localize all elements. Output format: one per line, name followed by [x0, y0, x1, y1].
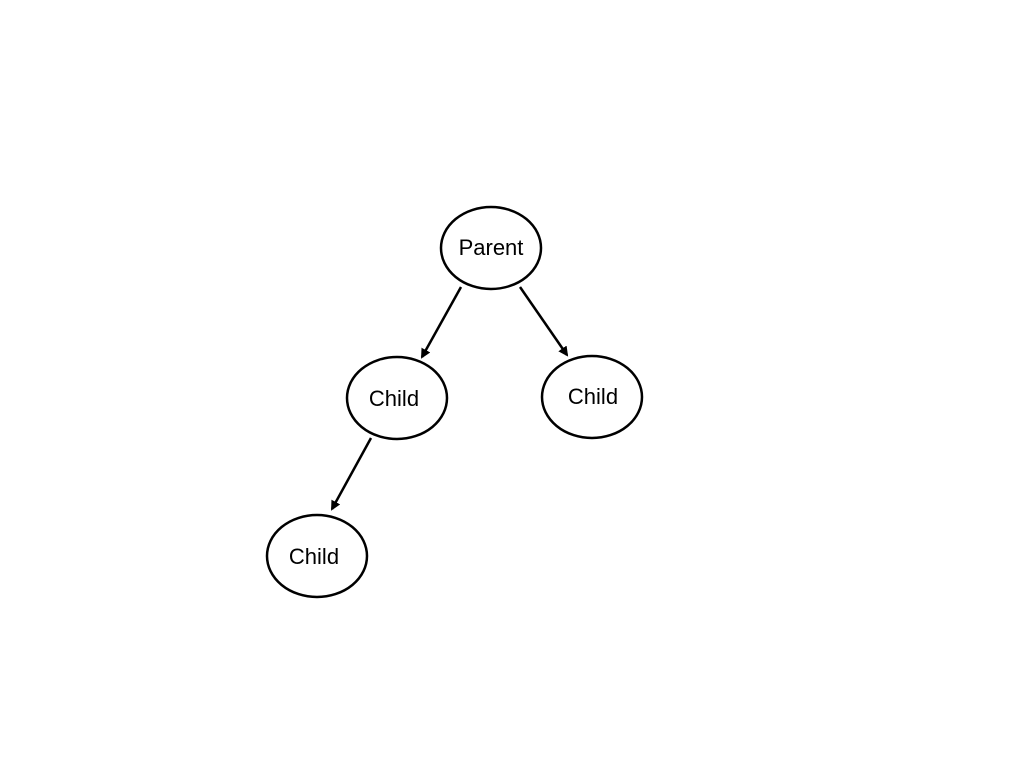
node-child-right-shape	[540, 354, 644, 440]
node-child-left: Child	[345, 355, 449, 441]
node-grandchild: Child	[265, 513, 369, 599]
node-grandchild-shape	[265, 513, 369, 599]
node-parent-label: Parent	[459, 235, 524, 260]
node-parent: Parent	[439, 205, 543, 291]
edge-child-left-to-grandchild	[330, 437, 373, 511]
node-child-left-label: Child	[369, 386, 419, 411]
node-child-right: Child	[540, 354, 644, 440]
node-child-right-label: Child	[568, 384, 618, 409]
node-grandchild-label: Child	[289, 544, 339, 569]
edge-parent-to-child-right	[518, 286, 569, 357]
node-child-left-shape	[345, 355, 449, 441]
edge-parent-to-child-left	[420, 286, 463, 359]
node-parent-shape	[439, 205, 543, 291]
